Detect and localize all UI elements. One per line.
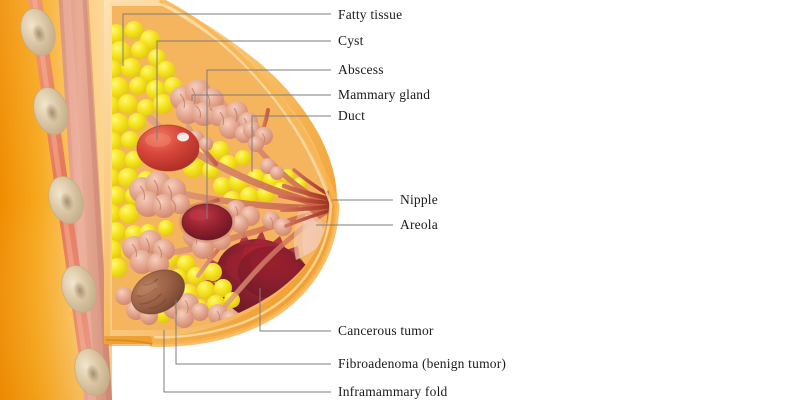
cyst-lesion <box>136 124 200 172</box>
chest-wall <box>0 0 112 400</box>
leader-cancerous-tumor <box>259 288 331 332</box>
label-cyst: Cyst <box>338 33 364 48</box>
rib <box>33 87 69 135</box>
rib <box>74 348 110 396</box>
leader-inframammary-fold <box>163 330 331 393</box>
rib <box>48 176 84 224</box>
nipple-structure <box>278 168 330 228</box>
label-nipple: Nipple <box>400 192 438 207</box>
label-inframammary-fold: Inframammary fold <box>338 384 448 399</box>
leader-fatty-tissue <box>122 13 331 66</box>
fibroadenoma-lesion <box>131 269 185 315</box>
label-duct: Duct <box>338 108 366 123</box>
rib <box>61 265 97 313</box>
leader-mammary-gland <box>191 94 331 101</box>
skin-rim-highlight <box>149 0 340 347</box>
rib <box>20 8 56 56</box>
rib-group <box>20 8 110 396</box>
leader-cyst <box>156 40 331 140</box>
label-fibroadenoma: Fibroadenoma (benign tumor) <box>338 356 507 371</box>
leader-fibroadenoma <box>175 300 331 365</box>
label-cancerous-tumor: Cancerous tumor <box>338 323 434 338</box>
leader-lines <box>122 13 393 393</box>
label-mammary-gland: Mammary gland <box>338 87 431 102</box>
leader-duct <box>251 115 331 172</box>
label-abscess: Abscess <box>338 62 384 77</box>
leader-abscess <box>206 69 331 219</box>
label-fatty-tissue: Fatty tissue <box>338 7 403 22</box>
label-areola: Areola <box>400 217 438 232</box>
